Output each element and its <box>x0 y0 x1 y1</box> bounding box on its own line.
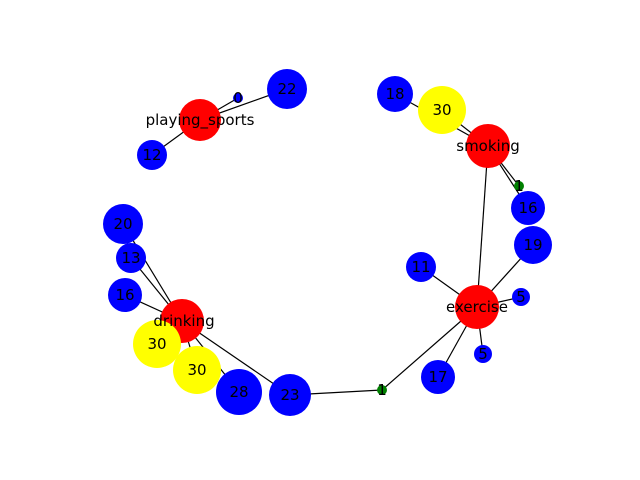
node-label-exercise: exercise <box>446 298 508 316</box>
node-label-dr_30b: 30 <box>187 361 206 379</box>
node-label-smoking: smoking <box>456 137 520 155</box>
node-dr_28 <box>216 369 262 415</box>
node-ex_1 <box>514 181 524 191</box>
node-label-ex_5a: 5 <box>516 288 526 306</box>
node-label-ex_17: 17 <box>428 368 447 386</box>
node-ex_5b <box>474 345 492 363</box>
node-dr_20 <box>103 204 143 244</box>
node-ex_16 <box>511 191 545 225</box>
node-dr_23 <box>269 374 311 416</box>
nodes-layer <box>103 69 552 416</box>
node-dr_13 <box>116 243 146 273</box>
node-label-ex_11: 11 <box>411 258 430 276</box>
node-label-ex_19: 19 <box>523 236 542 254</box>
node-ps_12 <box>137 140 167 170</box>
node-label-ex_5b: 5 <box>478 345 488 363</box>
node-label-dr_16: 16 <box>115 286 134 304</box>
node-label-dr_28: 28 <box>229 383 248 401</box>
node-ps_0 <box>233 93 243 103</box>
node-label-dr_13: 13 <box>121 249 140 267</box>
node-ps_22 <box>267 69 307 109</box>
node-label-dr_20: 20 <box>113 215 132 233</box>
node-label-sm_30: 30 <box>432 101 451 119</box>
node-label-ps_0: 0 <box>233 89 243 107</box>
node-label-ex_16: 16 <box>518 199 537 217</box>
node-ex_11 <box>406 252 436 282</box>
node-smoking <box>466 124 510 168</box>
node-dr_16 <box>108 278 142 312</box>
node-label-ps_12: 12 <box>142 146 161 164</box>
node-label-sm_18: 18 <box>385 85 404 103</box>
node-label-ex_1: 1 <box>514 177 524 195</box>
node-label-playing_sports: playing_sports <box>146 111 255 130</box>
node-label-ps_22: 22 <box>277 80 296 98</box>
node-playing_sports <box>179 99 221 141</box>
node-label-mid_1: 1 <box>377 381 387 399</box>
node-sm_30 <box>418 86 466 134</box>
node-ex_5a <box>512 288 530 306</box>
node-dr_30a <box>133 320 181 368</box>
node-exercise <box>455 285 499 329</box>
node-sm_18 <box>377 76 413 112</box>
node-ex_17 <box>421 360 455 394</box>
node-mid_1 <box>377 385 387 395</box>
edge-smoking-exercise <box>476 145 489 308</box>
node-label-dr_30a: 30 <box>147 335 166 353</box>
node-label-drinking: drinking <box>153 312 214 330</box>
node-ex_19 <box>514 226 552 264</box>
node-label-dr_23: 23 <box>280 386 299 404</box>
node-dr_30b <box>173 346 221 394</box>
